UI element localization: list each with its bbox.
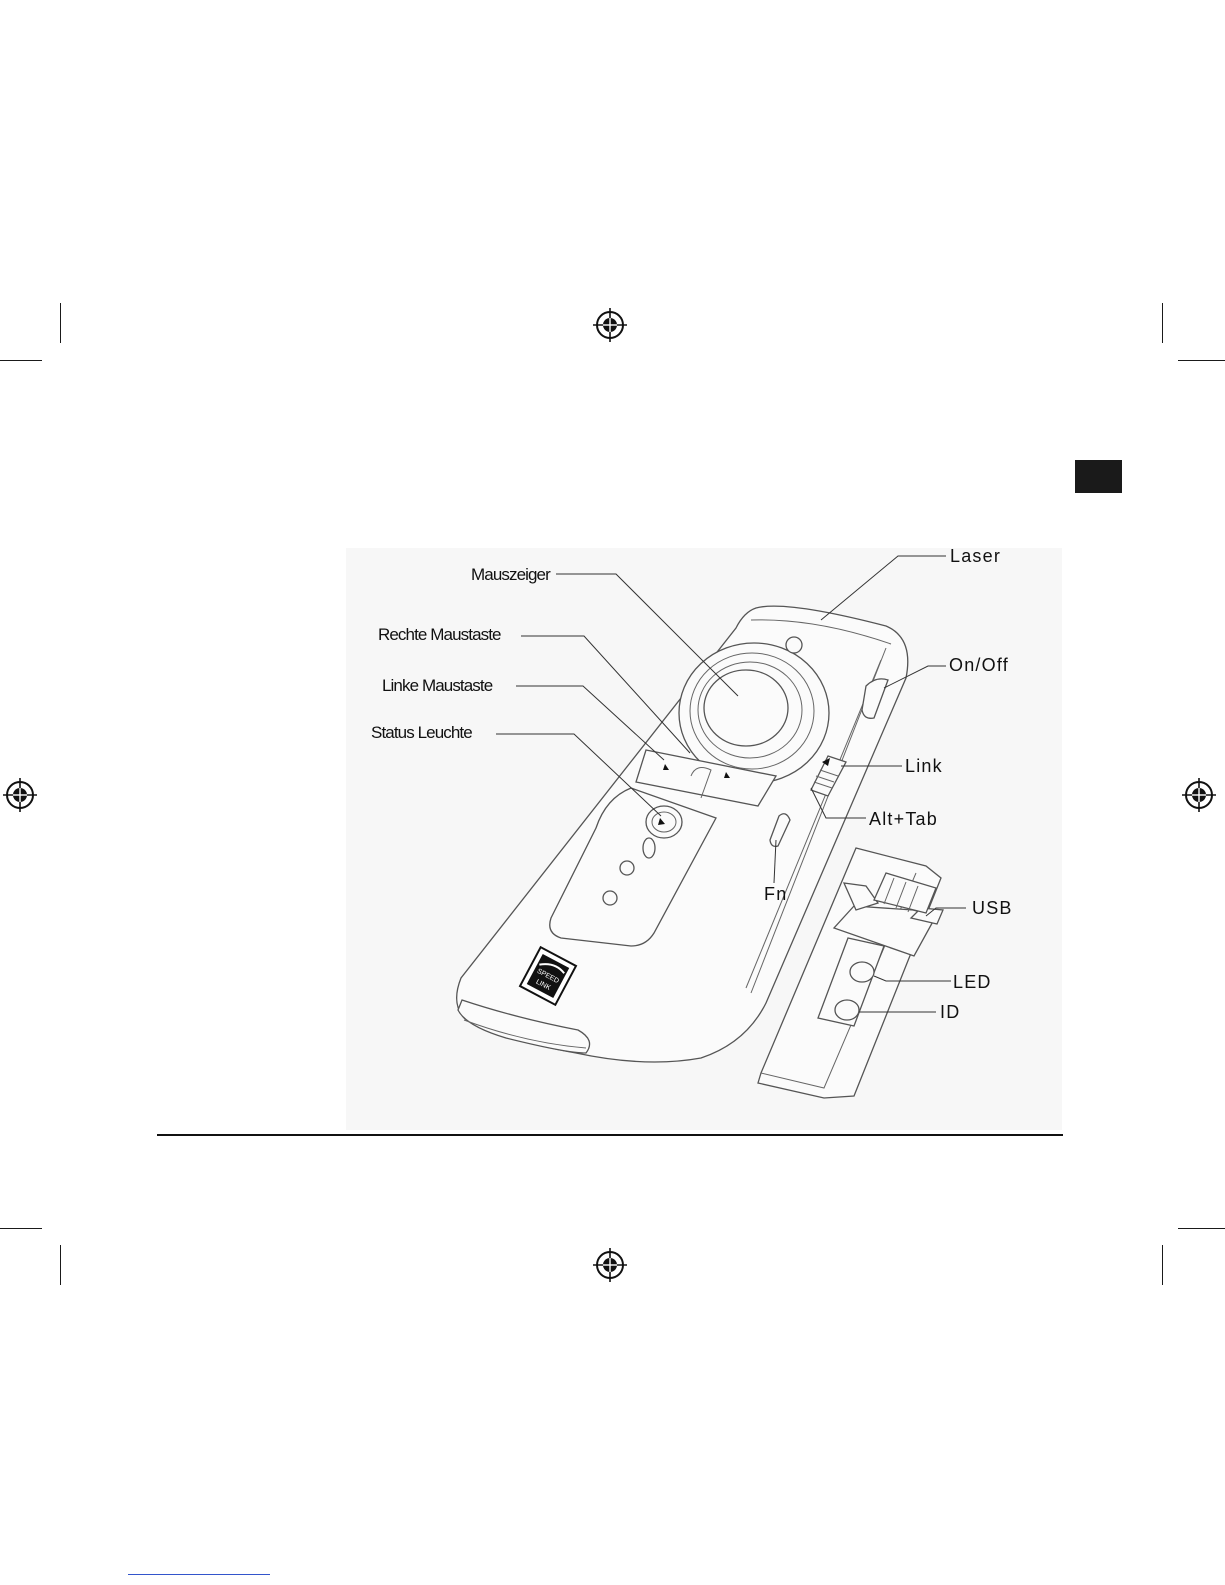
label-mauszeiger: Mauszeiger bbox=[471, 565, 551, 584]
label-rechte-maustaste: Rechte Maustaste bbox=[378, 625, 501, 644]
label-linke-maustaste: Linke Maustaste bbox=[382, 676, 493, 695]
crop-mark-icon bbox=[1178, 360, 1225, 361]
chapter-tab-marker bbox=[1075, 460, 1122, 493]
crop-mark-icon bbox=[1178, 1228, 1225, 1229]
label-laser: Laser bbox=[950, 548, 1001, 566]
label-on-off: On/Off bbox=[949, 655, 1009, 675]
registration-mark-icon bbox=[593, 1248, 627, 1282]
label-status-leuchte: Status Leuchte bbox=[371, 723, 472, 742]
registration-mark-icon bbox=[3, 778, 37, 812]
crop-mark-icon bbox=[60, 303, 61, 343]
registration-mark-icon bbox=[1182, 778, 1216, 812]
label-usb: USB bbox=[972, 898, 1013, 918]
label-id: ID bbox=[940, 1002, 960, 1022]
footer-underline bbox=[128, 1574, 270, 1575]
crop-mark-icon bbox=[0, 1228, 42, 1229]
label-link: Link bbox=[905, 756, 943, 776]
crop-mark-icon bbox=[1162, 303, 1163, 343]
crop-mark-icon bbox=[60, 1245, 61, 1285]
crop-mark-icon bbox=[0, 360, 42, 361]
presenter-diagram: SPEED LINK bbox=[346, 548, 1062, 1130]
horizontal-rule bbox=[157, 1134, 1063, 1136]
label-alt-tab: Alt+Tab bbox=[869, 809, 938, 829]
registration-mark-icon bbox=[593, 308, 627, 342]
label-fn: Fn bbox=[764, 884, 787, 904]
label-led: LED bbox=[953, 972, 992, 992]
crop-mark-icon bbox=[1162, 1245, 1163, 1285]
